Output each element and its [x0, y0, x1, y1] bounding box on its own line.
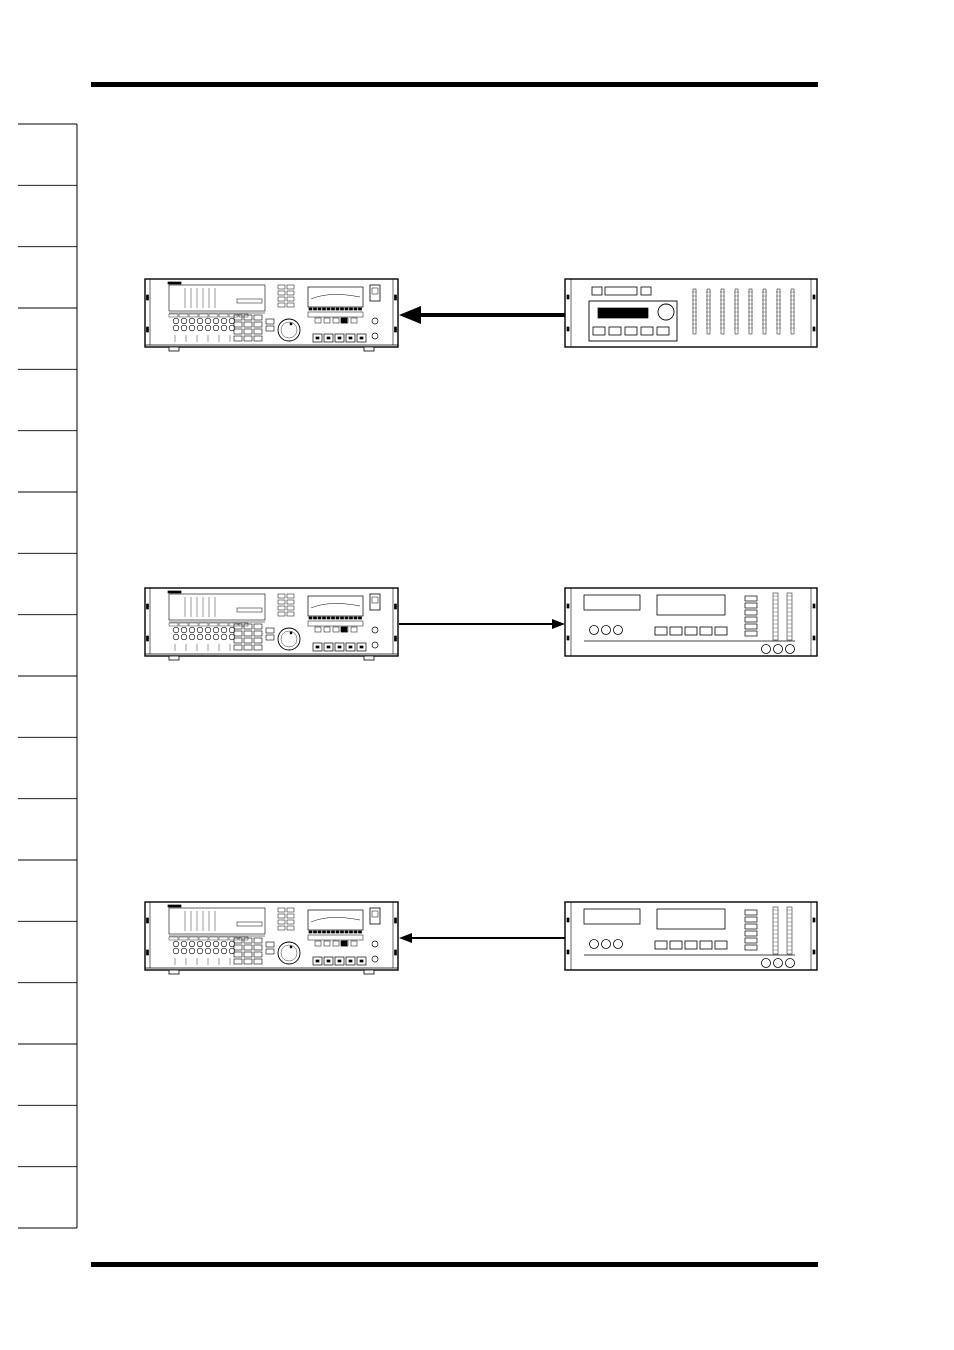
- arrow-head: [399, 933, 412, 943]
- main-unit: [145, 902, 398, 974]
- thumb-index-tabs: [0, 0, 80, 1350]
- bottom-rule: [91, 1262, 818, 1267]
- connection-diagram-3: [140, 898, 820, 980]
- diagram-svg: [140, 898, 820, 980]
- rack-unit-b: [565, 588, 817, 656]
- arrow-head: [552, 619, 565, 629]
- diagram-svg: [140, 275, 820, 357]
- rack-unit-a: [565, 279, 817, 347]
- arrow-head: [399, 306, 421, 324]
- connection-diagram-1: [140, 275, 820, 357]
- main-unit: [145, 279, 398, 351]
- signal-arrow: [399, 306, 565, 324]
- signal-arrow: [399, 619, 565, 629]
- main-unit: [145, 588, 398, 660]
- top-rule: [91, 82, 818, 87]
- connection-diagram-2: [140, 584, 820, 666]
- diagram-svg: [140, 584, 820, 666]
- rack-unit-b: [565, 902, 817, 970]
- signal-arrow: [399, 933, 565, 943]
